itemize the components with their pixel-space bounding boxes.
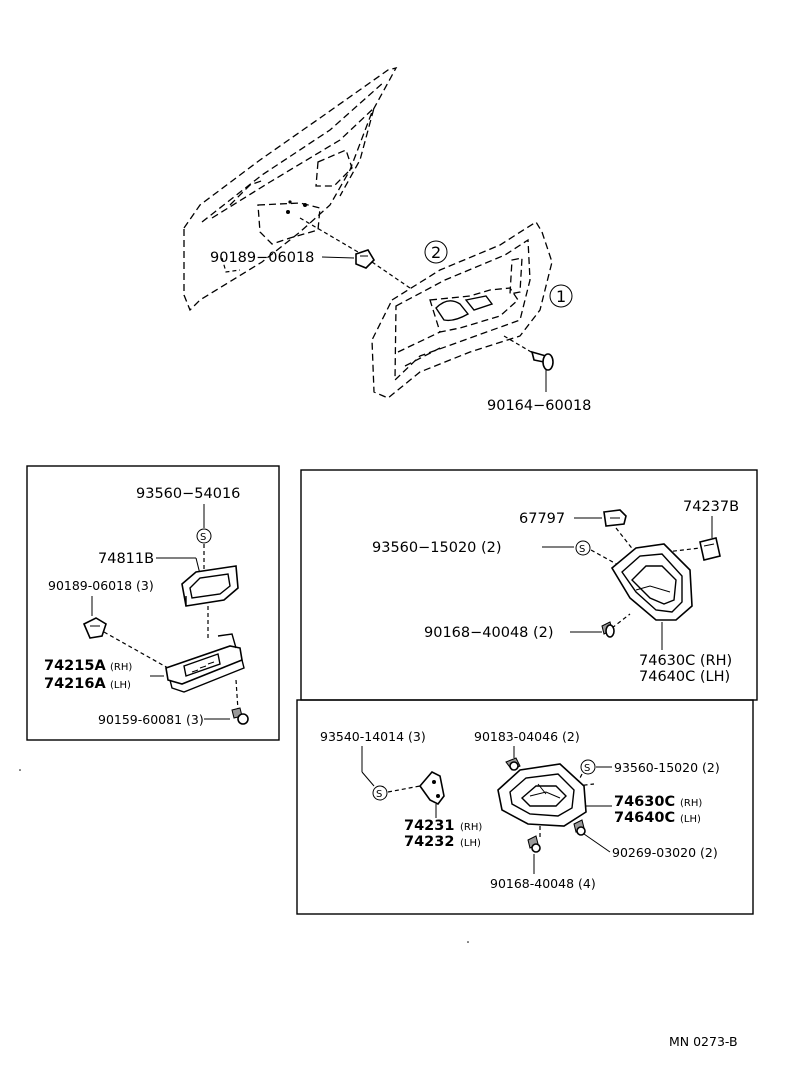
part-number-cap: 74237B — [683, 499, 739, 515]
part-number-base-lh: 74216A — [44, 676, 106, 692]
part-number-s-top: 93560−54016 — [136, 486, 240, 502]
trim-leader-to-clip — [371, 261, 411, 289]
handle-bracket — [418, 771, 445, 806]
screw-part-handle — [527, 835, 541, 853]
door-shell — [183, 67, 398, 312]
handle-bezel — [497, 763, 587, 827]
part-number-bracket-lh: 74232 — [404, 834, 454, 850]
tag-rh-switch: (RH) — [110, 662, 132, 673]
switch-bezel — [181, 565, 239, 607]
s-mark-handle-left: S — [372, 785, 388, 801]
svg-text:2: 2 — [431, 243, 441, 262]
clip-part-upper — [355, 249, 376, 269]
svg-text:S: S — [376, 789, 382, 800]
door-trim-panel — [371, 221, 553, 399]
callout-2: 2 — [424, 240, 448, 264]
clip-part-switch — [82, 617, 107, 639]
svg-text:S: S — [584, 763, 590, 774]
tag-lh-bracket: (LH) — [460, 838, 481, 849]
clip-leader-dashed — [299, 217, 359, 253]
tag-lh-bezel: (LH) — [680, 814, 701, 825]
tag-lh-switch: (LH) — [110, 680, 131, 691]
svg-text:S: S — [200, 532, 206, 543]
part-number-bracket-rh: 74231 — [404, 818, 454, 834]
part-number-s-handle-right: 93560-15020 (2) — [614, 760, 720, 775]
part-number-clip-upper: 90189−06018 — [210, 250, 314, 266]
part-number-bezel: 74811B — [98, 551, 154, 567]
switch-base — [165, 633, 245, 693]
nut-part-handle — [505, 757, 521, 771]
svg-text:S: S — [579, 544, 585, 555]
part-number-bezel-lh: 74640C — [614, 810, 675, 826]
part-number-pull-lh: 74640C (LH) — [639, 669, 730, 685]
s-mark-pull: S — [575, 540, 591, 556]
clip-part-pull — [603, 509, 627, 527]
part-number-bezel-rh: 74630C — [614, 794, 675, 810]
part-number-clip-handle: 90269-03020 (2) — [612, 845, 718, 860]
part-number-s-handle-left: 93540-14014 (3) — [320, 729, 426, 744]
part-number-clip-switch: 90189-06018 (3) — [48, 578, 154, 593]
diagram-code: MN 0273-B — [669, 1034, 738, 1049]
callout-1: 1 — [549, 284, 573, 308]
part-number-clip-pull: 67797 — [519, 511, 565, 527]
tag-rh-bezel: (RH) — [680, 798, 702, 809]
s-mark-switch: S — [196, 528, 212, 544]
screw-part-switch — [231, 707, 249, 725]
part-number-nut-handle: 90183-04046 (2) — [474, 729, 580, 744]
part-number-base-rh: 74215A — [44, 658, 106, 674]
clip-part-handle — [573, 819, 586, 836]
part-number-screw-lower: 90164−60018 — [487, 398, 591, 414]
switch-assembly-box — [26, 465, 280, 741]
pull-cup — [610, 543, 693, 621]
part-number-pull-rh: 74630C (RH) — [639, 653, 732, 669]
screw-part-pull — [601, 621, 615, 638]
s-mark-handle-right: S — [580, 759, 596, 775]
part-number-screw-handle: 90168-40048 (4) — [490, 876, 596, 891]
svg-text:1: 1 — [556, 287, 566, 306]
part-number-screw-switch: 90159-60081 (3) — [98, 712, 204, 727]
tag-rh-bracket: (RH) — [460, 822, 482, 833]
part-number-s-pull: 93560−15020 (2) — [372, 540, 502, 556]
inside-handle-box — [296, 699, 754, 915]
screw-part-lower — [530, 350, 554, 392]
part-number-screw-pull: 90168−40048 (2) — [424, 625, 554, 641]
cap-part — [699, 537, 721, 561]
